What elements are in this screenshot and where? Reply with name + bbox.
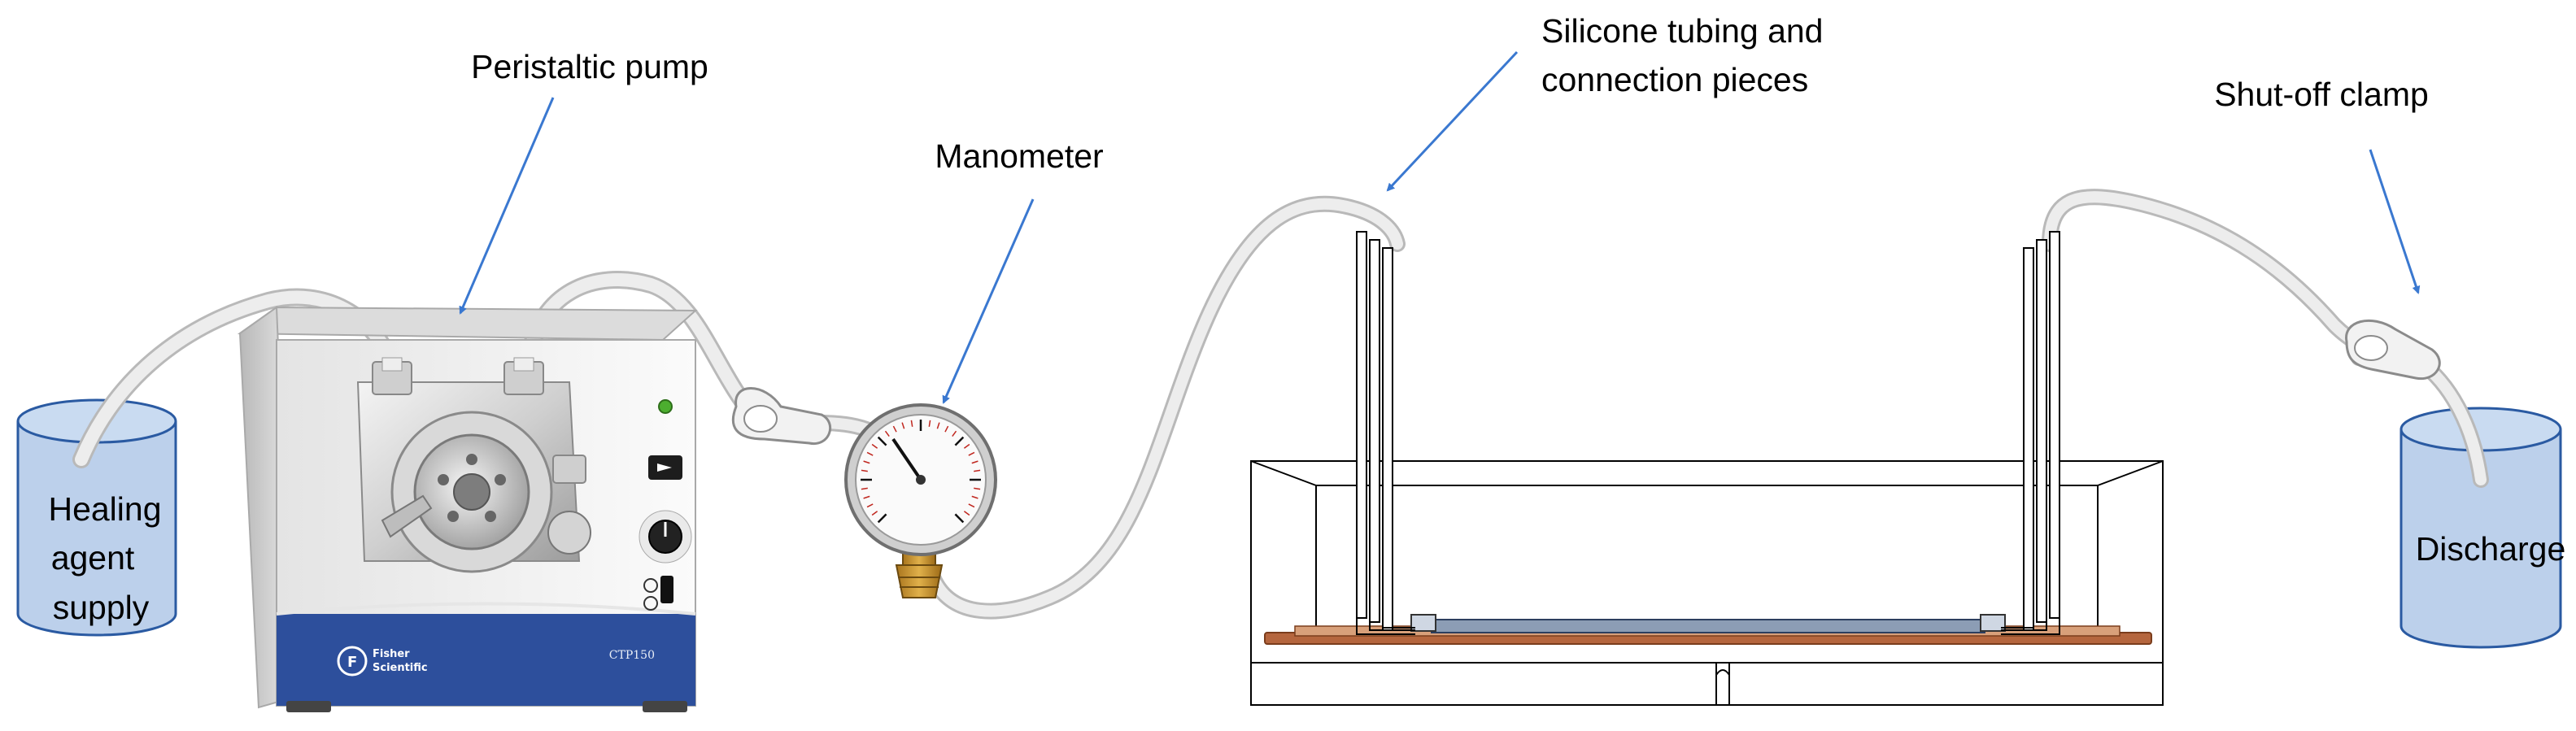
mould-frame <box>1250 460 2164 706</box>
fisher-logo-icon <box>337 646 368 677</box>
arrow-manometer <box>942 198 1035 404</box>
pointer-arrows <box>459 50 2421 404</box>
gauge-tick <box>974 469 981 472</box>
brand-line1: Fisher <box>373 648 410 660</box>
gauge-tick <box>910 420 913 427</box>
label-shutoff-clamp: Shut-off clamp <box>2214 76 2429 113</box>
pump-model: CTP150 <box>609 649 655 662</box>
label-tubing-line1: Silicone tubing and <box>1541 12 1823 50</box>
label-supply-line2: agent <box>51 539 135 577</box>
gauge-tick <box>884 430 890 437</box>
gauge-tick <box>971 495 979 499</box>
gauge-tick <box>892 425 897 433</box>
right-connection-pieces <box>2001 231 2060 635</box>
gauge-tick <box>901 422 905 429</box>
gauge-tick <box>954 513 965 524</box>
power-switch <box>660 576 673 603</box>
gauge-tick <box>863 460 870 464</box>
gauge-tick <box>866 503 874 508</box>
gauge-tick <box>963 443 970 449</box>
label-discharge: Discharge <box>2416 530 2566 568</box>
shutoff-clamp-icon <box>2345 319 2441 381</box>
specimen-plate <box>1410 614 2006 633</box>
svg-text:F: F <box>347 654 357 671</box>
gauge-tick <box>944 425 949 433</box>
gauge-tick <box>866 451 874 456</box>
gauge-tick <box>971 460 979 464</box>
brand-line2: Scientific <box>373 662 428 674</box>
label-supply-line3: supply <box>53 589 150 626</box>
gauge-tick <box>963 511 970 516</box>
gauge-tick <box>861 469 868 472</box>
arrow-clamp <box>2369 149 2421 294</box>
tubing-clamp-icon <box>731 387 832 445</box>
left-connection-pieces <box>1356 231 1415 635</box>
gauge-tick <box>974 487 981 490</box>
pressure-gauge-icon <box>844 403 997 598</box>
label-peristaltic-pump: Peristaltic pump <box>471 48 708 85</box>
gauge-tick <box>871 511 878 516</box>
peristaltic-pump-icon: F Fisher Scientific CTP150 <box>237 306 698 712</box>
power-led-icon <box>658 399 673 414</box>
gauge-tick <box>861 487 868 490</box>
gauge-tick <box>968 503 975 508</box>
label-supply-line1: Healing <box>48 490 161 528</box>
gauge-tick <box>968 451 975 456</box>
gauge-tick <box>877 513 887 524</box>
gauge-tick <box>871 443 878 449</box>
arrow-pump <box>459 97 555 315</box>
gauge-tick <box>936 422 940 429</box>
speed-knob-icon <box>639 510 692 563</box>
gauge-tick <box>928 420 931 427</box>
gauge-tick <box>954 436 965 446</box>
gauge-tick <box>863 495 870 499</box>
label-tubing-line2: connection pieces <box>1541 61 1808 98</box>
gauge-tick <box>877 436 887 446</box>
arrow-tubing <box>1386 50 1519 192</box>
gauge-tick <box>952 430 957 437</box>
label-manometer: Manometer <box>935 137 1103 175</box>
supply-container <box>16 398 177 637</box>
